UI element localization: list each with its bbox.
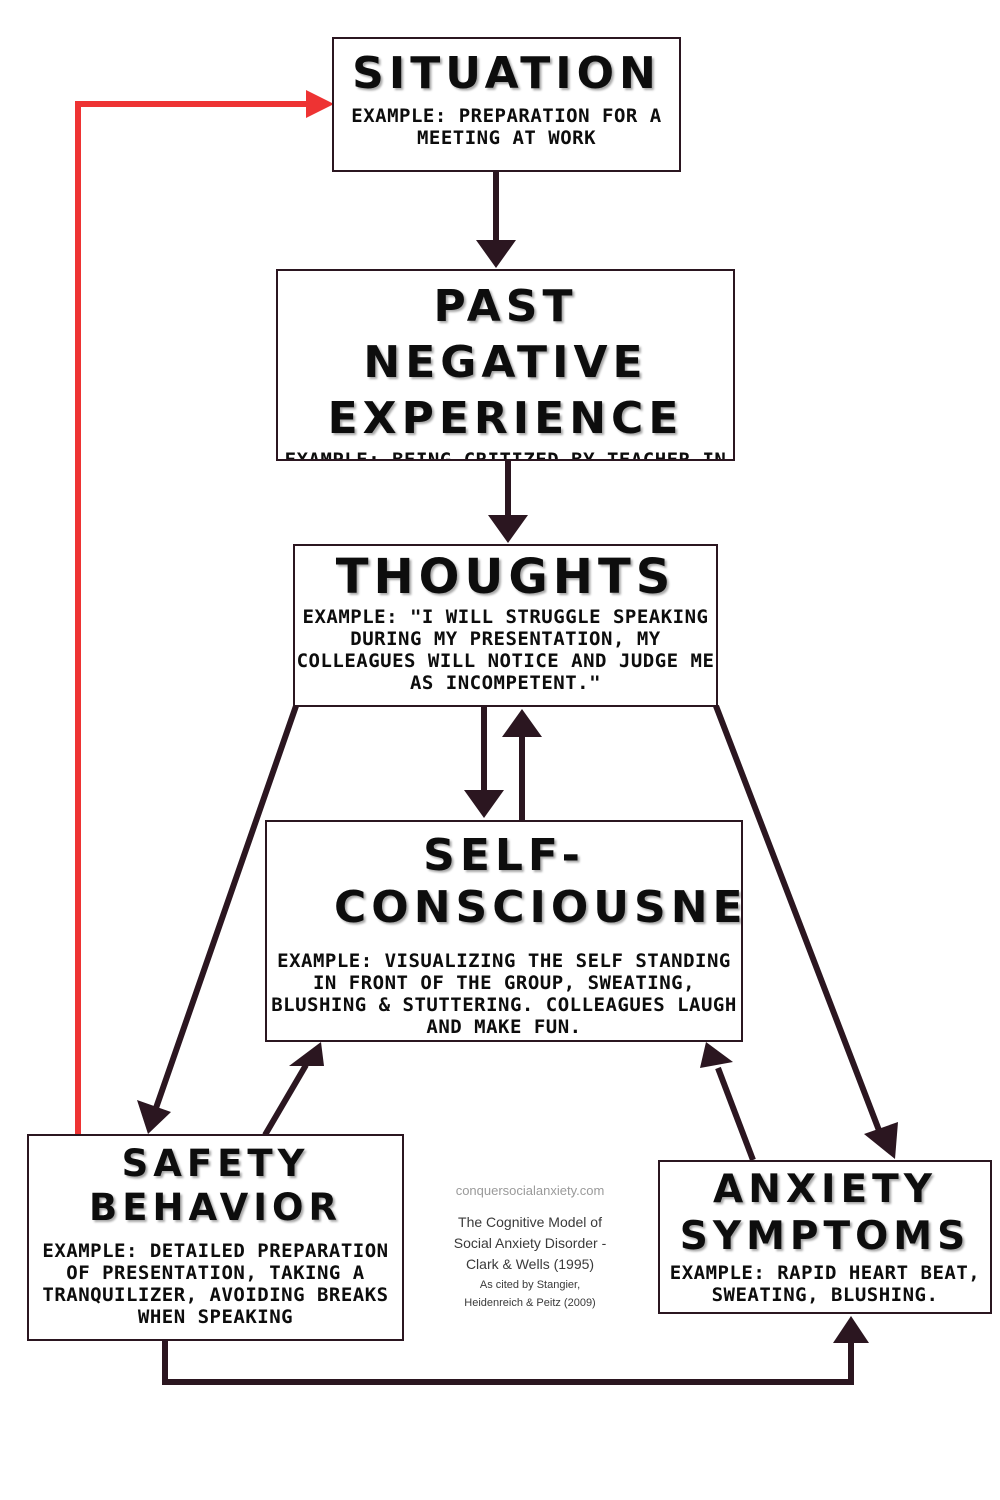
- node-title: PAST NEGATIVE EXPERIENCE: [327, 281, 684, 444]
- edge-safety-to-anxiety: [162, 1340, 854, 1385]
- arrowhead-thoughts: [488, 515, 528, 543]
- node-situation: SITUATION EXAMPLE: PREPARATION FOR A MEE…: [332, 37, 681, 172]
- arrowhead-safety: [137, 1100, 171, 1134]
- node-example: EXAMPLE: DETAILED PREPARATION OF PRESENT…: [42, 1240, 389, 1328]
- arrowhead-self: [464, 790, 504, 818]
- arrowhead-anxiety-bottom: [833, 1316, 869, 1343]
- node-thoughts: THOUGHTS EXAMPLE: "I WILL STRUGGLE SPEAK…: [293, 544, 718, 707]
- node-example: EXAMPLE: BEING CRITIZED BY TEACHER IN FR…: [284, 449, 727, 461]
- arrowhead-anxiety: [864, 1122, 898, 1159]
- arrowhead-thoughts-up: [502, 709, 542, 737]
- node-title: SAFETY BEHAVIOR: [89, 1142, 342, 1229]
- arrowhead-past: [476, 240, 516, 268]
- cited-line: Heidenreich & Peitz (2009): [464, 1297, 596, 1309]
- node-past-negative-experience: PAST NEGATIVE EXPERIENCE EXAMPLE: BEING …: [276, 269, 735, 461]
- node-title: SITUATION: [352, 48, 661, 99]
- edge-anxiety-to-self: [715, 1066, 756, 1162]
- edge-thoughts-to-safety: [153, 705, 299, 1109]
- arrowhead-situation: [306, 90, 334, 118]
- cited-line: As cited by Stangier,: [479, 1279, 581, 1291]
- edge-safety-to-self: [262, 1063, 309, 1137]
- node-title: SELF-CONSCIOUSNESS: [334, 830, 741, 933]
- node-example: EXAMPLE: PREPARATION FOR A MEETING AT WO…: [351, 105, 662, 150]
- node-example: EXAMPLE: VISUALIZING THE SELF STANDING I…: [271, 950, 737, 1038]
- edge-safety-to-situation: [75, 101, 310, 1134]
- source-site: conquersocialanxiety.com: [455, 1183, 605, 1198]
- source-credit: conquersocialanxiety.com The Cognitive M…: [430, 1183, 630, 1311]
- arrowhead-self-right: [700, 1042, 733, 1068]
- arrowhead-self-left: [289, 1042, 324, 1066]
- node-example: EXAMPLE: RAPID HEART BEAT, SWEATING, BLU…: [669, 1262, 981, 1306]
- node-title: ANXIETY SYMPTOMS: [679, 1167, 971, 1259]
- node-title: THOUGHTS: [335, 549, 676, 605]
- model-line: Clark & Wells (1995): [465, 1256, 595, 1272]
- node-example: EXAMPLE: "I WILL STRUGGLE SPEAKING DURIN…: [296, 606, 715, 695]
- edge-thoughts-to-anxiety: [713, 704, 883, 1135]
- model-line: The Cognitive Model of: [458, 1214, 602, 1230]
- node-safety-behavior: SAFETY BEHAVIOR EXAMPLE: DETAILED PREPAR…: [27, 1134, 404, 1341]
- model-line: Social Anxiety Disorder -: [453, 1235, 607, 1251]
- node-self-consciousness: SELF-CONSCIOUSNESS EXAMPLE: VISUALIZING …: [265, 820, 743, 1042]
- node-anxiety-symptoms: ANXIETY SYMPTOMS EXAMPLE: RAPID HEART BE…: [658, 1160, 992, 1314]
